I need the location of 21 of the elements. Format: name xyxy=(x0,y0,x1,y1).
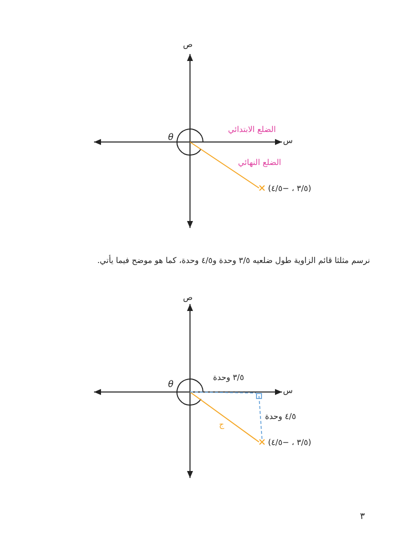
axis-label: θ xyxy=(168,380,174,390)
point xyxy=(259,182,312,194)
axis-label: الضلع الابتدائي xyxy=(228,125,276,134)
dashed-line xyxy=(190,392,256,394)
axis-label: θ xyxy=(168,133,174,143)
terminal-side-line xyxy=(190,142,260,188)
axis-label: ٣ xyxy=(360,512,365,522)
point xyxy=(259,436,312,448)
dashed-line xyxy=(258,396,262,440)
edge-label: ٤/٥ وحدة xyxy=(264,412,298,421)
axis-label: ص xyxy=(183,40,193,49)
coordinate-label: (٣/٥ ، −٤/٥) xyxy=(268,184,312,192)
axis-label: الضلع النهائي xyxy=(238,158,282,167)
description-text: نرسم مثلثا قائم الزاوية طول ضلعيه ٣/٥ وحدة و٤/٥ وحدة، كما هو موضح فيما يأتي. xyxy=(97,256,370,265)
axis-label: س xyxy=(283,386,293,395)
axis-label: س xyxy=(283,136,293,145)
terminal-side-line xyxy=(190,392,260,442)
edge-label: ٣/٥ وحدة xyxy=(212,373,246,382)
right-angle-marker xyxy=(256,393,262,399)
axis-label: ص xyxy=(183,293,193,302)
coordinate-label: (٣/٥ ، −٤/٥) xyxy=(268,438,312,446)
